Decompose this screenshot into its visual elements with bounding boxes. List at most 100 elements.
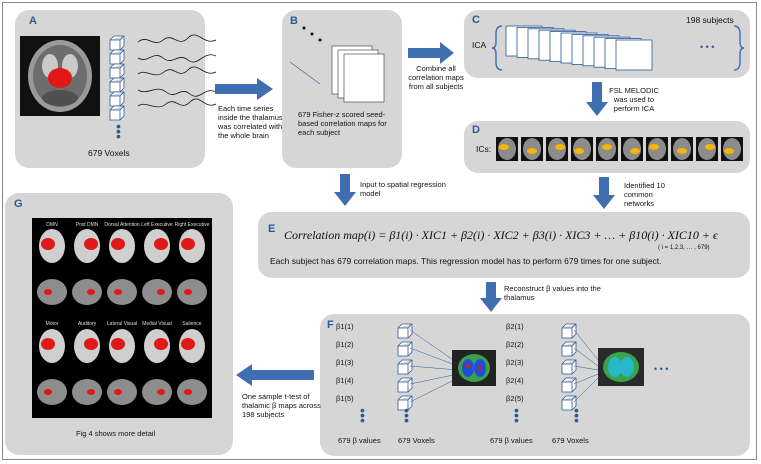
ic-activation [649, 144, 659, 150]
network-activation [184, 289, 192, 295]
panel-c-subjects: 198 subjects [686, 15, 734, 25]
network-activation [84, 338, 98, 350]
beta-label: β2(2) [506, 340, 524, 349]
ic-activation [705, 144, 715, 150]
panel-f-dots-1: ••• [360, 402, 365, 428]
network-activation [157, 289, 165, 295]
voxel-cube [109, 105, 125, 121]
panel-b-map-stack [289, 26, 385, 103]
panel-f-b2-values: 679 β values [490, 436, 533, 445]
beta-label: β1(2) [336, 340, 354, 349]
network-activation [84, 238, 98, 250]
network-activation [87, 289, 95, 295]
ic-activation [555, 144, 565, 150]
panel-f-b1-voxels: 679 Voxels [398, 436, 435, 445]
beta-label: β2(1) [506, 322, 524, 331]
network-activation [181, 238, 195, 250]
voxel-cube [109, 77, 125, 93]
voxel-cube [397, 323, 413, 339]
ic-activation [677, 148, 687, 154]
arrow-b-to-e [334, 174, 356, 206]
voxel-cube [109, 63, 125, 79]
voxel-cube [397, 395, 413, 411]
voxel-cube [561, 359, 577, 375]
network-label: Motor [45, 321, 59, 327]
voxel-cube [109, 49, 125, 65]
panel-b-caption: 679 Fisher-z scored seed-based correlati… [298, 110, 387, 137]
ic-activation [574, 148, 584, 154]
panel-e-letter: E [268, 223, 276, 235]
network-label: Left Executive [141, 222, 173, 228]
panel-c-ellipsis: • • • [700, 42, 715, 52]
panel-c-ica: ICA [472, 40, 487, 50]
panel-f-ellipsis: • • • [654, 364, 669, 374]
voxel-cube [397, 359, 413, 375]
network-activation [157, 389, 165, 395]
network-activation [184, 389, 192, 395]
arrow-e-to-f-label: Reconstruct β values into the thalamus [504, 284, 601, 302]
panel-f-dots-3: ••• [514, 402, 519, 428]
network-activation [154, 338, 168, 350]
panel-b-letter: B [290, 15, 298, 27]
voxel-cube [397, 377, 413, 393]
panel-d-ic-maps [496, 137, 743, 161]
voxel-cube [109, 35, 125, 51]
panel-d-ics-label: ICs: [476, 144, 492, 154]
beta-label: β1(3) [336, 358, 354, 367]
arrow-f-to-g [236, 364, 314, 386]
panel-g-letter: G [14, 198, 23, 210]
panel-e-equation-index: ( i = 1,2,3, … , 679) [658, 245, 710, 251]
panel-f [320, 314, 750, 456]
panel-f-cubes-1 [397, 323, 496, 411]
panel-f-dots-4: ••• [574, 402, 579, 428]
panel-a-brain-image [20, 36, 100, 116]
network-activation [154, 238, 168, 250]
arrow-a-to-b [215, 78, 273, 100]
arrow-a-to-b-label: Each time series inside the thalamus was… [218, 104, 283, 140]
panel-a-dots: ••• [116, 118, 121, 144]
arrow-c-to-d [586, 82, 608, 116]
voxel-cube [561, 341, 577, 357]
network-activation [114, 389, 122, 395]
panel-a-voxel-cubes [109, 34, 217, 121]
beta-label: β2(4) [506, 376, 524, 385]
arrow-f-to-g-label: One sample t-test of thalamic β maps acr… [242, 392, 321, 419]
voxel-cube [561, 323, 577, 339]
network-activation [41, 238, 55, 250]
arrow-b-to-c-label: Combine all correlation maps from all su… [408, 64, 464, 91]
figure-frame [2, 2, 757, 460]
network-activation [181, 338, 195, 350]
network-label: Right Executive [174, 222, 210, 228]
network-activation [44, 389, 52, 395]
voxel-cube [397, 341, 413, 357]
arrow-d-to-e [593, 177, 615, 209]
network-label: DMN [46, 222, 58, 228]
ica-map [615, 39, 653, 71]
network-label: Salience [182, 321, 202, 327]
network-activation [87, 389, 95, 395]
arrow-c-to-d-label: FSL MELODIC was used to perform ICA [609, 86, 659, 113]
network-label: Post DMN [75, 222, 99, 228]
panel-f-letter: F [327, 319, 334, 331]
panel-g-brains [37, 229, 207, 405]
network-activation [114, 289, 122, 295]
beta-label: β1(1) [336, 322, 354, 331]
panel-c-letter: C [472, 14, 480, 26]
panel-e-equation: Correlation map(i) = β1(i) · XIC1 + β2(i… [284, 228, 718, 242]
ic-activation [602, 144, 612, 150]
network-activation [41, 338, 55, 350]
ic-activation [630, 148, 640, 154]
voxel-cube [109, 91, 125, 107]
beta-label: β1(4) [336, 376, 354, 385]
beta-label: β2(5) [506, 394, 524, 403]
ic-activation [724, 148, 734, 154]
network-label: Dorsal Attention [104, 222, 140, 228]
arrow-e-to-f [480, 282, 502, 312]
panel-a-letter: A [29, 15, 37, 27]
network-label: Auditory [77, 321, 97, 327]
panel-f-b2-voxels: 679 Voxels [552, 436, 589, 445]
network-label: Medial Visual [142, 321, 172, 327]
voxel-cube [561, 377, 577, 393]
network-label: Lateral Visual [106, 321, 138, 327]
network-activation [111, 238, 125, 250]
